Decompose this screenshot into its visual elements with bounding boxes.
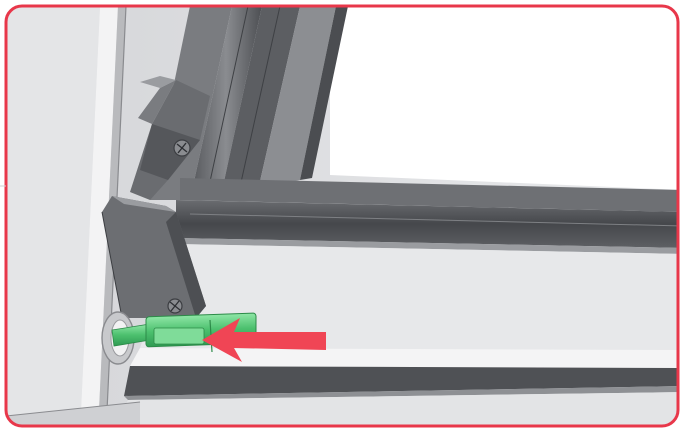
diagonal-rail-edge [300, 6, 348, 180]
top-rail-lip [176, 238, 678, 254]
hinge-bracket-top [112, 196, 176, 212]
insert-direction-arrow-icon [202, 318, 326, 362]
diagonal-rail-middle [190, 6, 262, 200]
lower-ledge-top [130, 348, 678, 368]
pin-slot [153, 327, 205, 345]
inner-surface [140, 244, 678, 350]
hinge-top-cap [140, 76, 176, 88]
rail-groove-1 [205, 6, 249, 201]
floor-edge [6, 401, 141, 417]
hinge-bracket-edge [101, 211, 123, 319]
left-frame-highlight [80, 6, 118, 426]
hinge-arm-face [140, 124, 200, 180]
frame-border [4, 4, 680, 428]
bottom-surface [110, 392, 678, 426]
hinge-bracket-side [166, 212, 206, 318]
diagonal-rail-inner [220, 6, 300, 200]
top-rail-body [176, 200, 678, 248]
rail-groove-2 [237, 6, 281, 197]
phillips-screw-icon [173, 139, 191, 157]
bottom-rail-lip [124, 386, 678, 400]
hinge-upper-block [138, 80, 176, 124]
diagonal-rail-face [258, 6, 336, 190]
phillips-screw-icon [167, 298, 183, 314]
top-rail-top [180, 178, 678, 212]
glass-pane [330, 6, 678, 190]
left-frame [6, 6, 100, 426]
top-rail-groove [189, 213, 678, 227]
